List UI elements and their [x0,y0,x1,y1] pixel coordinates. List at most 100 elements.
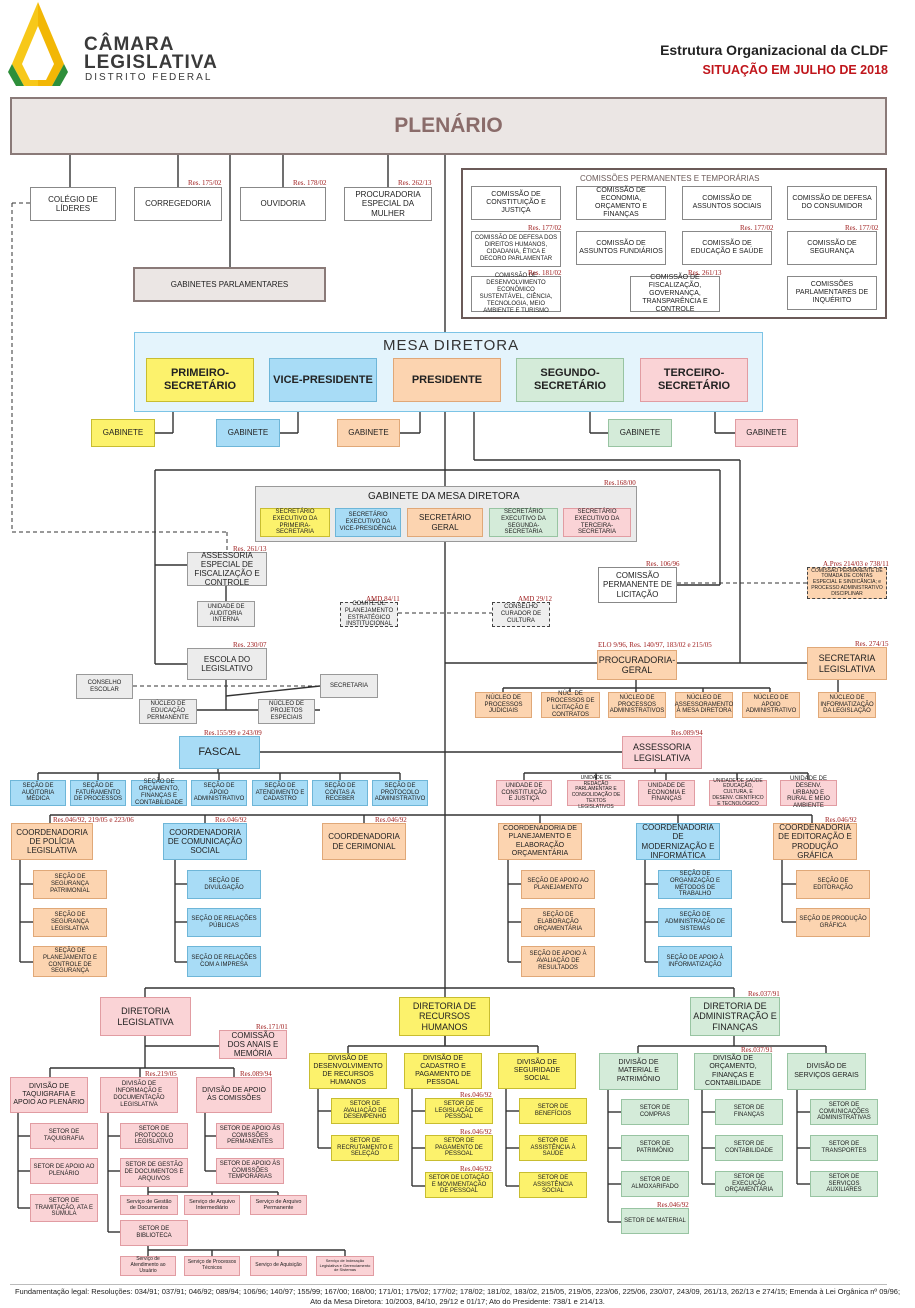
res-apoio-comissoes: Res.089/94 [240,1070,272,1078]
setor-compras: SETOR DE COMPRAS [621,1099,689,1125]
setor-patrimonio: SETOR DE PATRIMÔNIO [621,1135,689,1161]
coord-policia-legislativa: COORDENADORIA DE POLÍCIA LEGISLATIVA [11,823,93,860]
terceiro-secretario: TERCEIRO-SECRETÁRIO [640,358,748,402]
footer-divider [10,1284,887,1285]
divisao-material-patrimonio: DIVISÃO DE MATERIAL E PATRIMÔNIO [599,1053,678,1090]
coord-editoracao: COORDENADORIA DE EDITORAÇÃO E PRODUÇÃO G… [773,823,857,860]
setor-servicos-auxiliares: SETOR DE SERVIÇOS AUXILIARES [810,1171,878,1197]
servico-atendimento-usuario: Serviço de Atendimento ao Usuário [120,1256,176,1276]
res-tomada: A.Pres 214/03 e 738/11 [823,560,889,568]
unidade-economia-financas: UNIDADE DE ECONOMIA E FINANÇAS [638,780,695,806]
res-divisao-orcamento: Res.037/91 [741,1046,773,1054]
comissao-anais-memoria: COMISSÃO DOS ANAIS E MEMÓRIA [219,1030,287,1059]
segundo-secretario: SEGUNDO-SECRETÁRIO [516,358,624,402]
servico-arquivo-permanente: Serviço de Arquivo Permanente [250,1195,307,1215]
secretaria-escola: SECRETARIA [320,674,378,698]
setor-assistencia-social: SETOR DE ASSISTÊNCIA SOCIAL [519,1172,587,1198]
comissoes-title: COMISSÕES PERMANENTES E TEMPORÁRIAS [580,174,760,183]
logo-text-df: DISTRITO FEDERAL [85,72,213,83]
secao-divulgacao: SEÇÃO DE DIVULGAÇÃO [187,870,261,899]
setor-execucao-orcamentaria: SETOR DE EXECUÇÃO ORÇAMENTÁRIA [715,1171,783,1197]
comissao-seguranca: COMISSÃO DE SEGURANÇA [787,231,877,265]
nucleo-assessoramento-mesa: NÚCLEO DE ASSESSORAMENTO À MESA DIRETORA [675,692,733,718]
divisao-taquigrafia: DIVISÃO DE TAQUIGRAFIA E APOIO AO PLENÁR… [10,1077,88,1113]
comissao-desenvolvimento: COMISSÃO DE DESENVOLVIMENTO ECONÔMICO SU… [471,273,561,314]
setor-apoio-plenario: SETOR DE APOIO AO PLENÁRIO [30,1158,98,1184]
mesa-diretora-title: MESA DIRETORA [383,337,520,354]
res-assessoria-fiscalizacao: Res. 261/13 [233,545,267,553]
setor-avaliacao-desempenho: SETOR DE AVALIAÇÃO DE DESEMPENHO [331,1098,399,1124]
fascal-contas-receber: SEÇÃO DE CONTAS A RECEBER [312,780,368,806]
fascal-auditoria-medica: SEÇÃO DE AUDITORIA MÉDICA [10,780,66,806]
presidente: PRESIDENTE [393,358,501,402]
unidade-saude-educacao: UNIDADE DE SAÚDE EDUCAÇÃO, CULTURA, E DE… [709,778,767,807]
comissao-fiscalizacao: COMISSÃO DE FISCALIZAÇÃO, GOVERNANÇA, TR… [630,274,720,313]
res-c8: Res. 177/02 [845,224,879,232]
setor-gestao-documentos: SETOR DE GESTÃO DE DOCUMENTOS E ARQUIVOS [120,1158,188,1187]
setor-almoxarifado: SETOR DE ALMOXARIFADO [621,1171,689,1197]
comissao-sociais: COMISSÃO DE ASSUNTOS SOCIAIS [682,186,772,220]
comissao-fundiarios: COMISSÃO DE ASSUNTOS FUNDIÁRIOS [576,231,666,265]
ouvidoria: OUVIDORIA [240,187,326,221]
fascal-orcamento: SEÇÃO DE ORÇAMENTO, FINANÇAS E CONTABILI… [131,779,187,806]
res-coord-editoracao: Res.046/92 [825,816,857,824]
plenario-box: PLENÁRIO [10,97,887,155]
res-gabinete-mesa: Res.168/00 [604,479,636,487]
vice-presidente: VICE-PRESIDENTE [269,358,377,402]
comissao-licitacao: COMISSÃO PERMANENTE DE LICITAÇÃO [598,567,677,603]
cldf-logo [8,2,68,88]
diretoria-recursos-humanos: DIRETORIA DE RECURSOS HUMANOS [399,997,490,1036]
nucleo-informatizacao-legislacao: NÚCLEO DE INFORMATIZAÇÃO DA LEGISLAÇÃO [818,692,876,718]
res-c7: Res. 177/02 [740,224,774,232]
logo-emblem-icon [8,2,68,86]
logo-text-legislativa: LEGISLATIVA [84,52,218,73]
res-ouvidoria: Res. 178/02 [293,179,327,187]
res-pagamento-pessoal: Res.046/92 [460,1128,492,1136]
fascal: FASCAL [179,736,260,769]
secao-relacoes-publicas: SEÇÃO DE RELAÇÕES PÚBLICAS [187,908,261,937]
unidade-constituicao-justica: UNIDADE DE CONSTITUIÇÃO E JUSTIÇA [496,780,552,806]
res-lotacao-movimentacao: Res.046/92 [460,1165,492,1173]
auditoria-interna: UNIDADE DE AUDITORIA INTERNA [197,601,255,627]
footer-legal-line1: Fundamentação legal: Resoluções: 034/91;… [14,1287,901,1296]
diretoria-administracao-financas: DIRETORIA DE ADMINISTRAÇÃO E FINANÇAS [690,997,780,1036]
assessoria-fiscalizacao: ASSESSORIA ESPECIAL DE FISCALIZAÇÃO E CO… [187,551,267,587]
res-procuradoria-geral: ELO 9/96, Res. 140/97, 183/02 e 215/05 [598,641,712,649]
secao-editoracao: SEÇÃO DE EDITORAÇÃO [796,870,870,899]
res-fascal: Res.155/99 e 243/09 [204,729,262,737]
res-conselho-cultura: AMD 29/12 [518,595,553,603]
comissao-cj: COMISSÃO DE CONSTITUIÇÃO E JUSTIÇA [471,186,561,220]
divisao-informacao-documentacao: DIVISÃO DE INFORMAÇÃO E DOCUMENTAÇÃO LEG… [100,1077,178,1113]
gabinete-vice: GABINETE [216,419,280,447]
divisao-desenvolvimento-rh: DIVISÃO DE DESENVOLVIMENTO DE RECURSOS H… [309,1053,387,1089]
res-coord-comunicacao: Res.046/92 [215,816,247,824]
setor-biblioteca: SETOR DE BIBLIOTECA [120,1220,188,1246]
sec-exec-primeira: SECRETÁRIO EXECUTIVO DA PRIMEIRA-SECRETA… [260,508,330,537]
page-title: Estrutura Organizacional da CLDF [660,42,888,58]
comite-planejamento: COMITÊ DE PLANEJAMENTO ESTRATÉGICO INSTI… [340,601,398,627]
setor-recrutamento-selecao: SETOR DE RECRUTAMENTO E SELEÇÃO [331,1135,399,1161]
corregedoria: CORREGEDORIA [134,187,222,221]
secao-apoio-informatizacao: SEÇÃO DE APOIO À INFORMATIZAÇÃO [658,946,732,977]
secao-seguranca-legislativa: SEÇÃO DE SEGURANÇA LEGISLATIVA [33,908,107,937]
footer-legal-line2: Ato da Mesa Diretora: 10/2003, 84/10, 29… [310,1297,605,1306]
divisao-seguridade-social: DIVISÃO DE SEGURIDADE SOCIAL [498,1053,576,1089]
setor-contabilidade: SETOR DE CONTABILIDADE [715,1135,783,1161]
res-escola: Res. 230/07 [233,641,267,649]
divisao-cadastro-pagamento: DIVISÃO DE CADASTRO E PAGAMENTO DE PESSO… [404,1053,482,1089]
res-c5: Res. 177/02 [528,224,562,232]
procuradoria-geral: PROCURADORIA-GERAL [597,650,677,680]
comissao-eof: COMISSÃO DE ECONOMIA, ORÇAMENTO E FINANÇ… [576,186,666,220]
servico-indexacao: Serviço de Indexação Legislativa e Geren… [316,1256,374,1276]
fascal-protocolo: SEÇÃO DE PROTOCOLO ADMINISTRATIVO [372,780,428,806]
fascal-faturamento: SEÇÃO DE FATURAMENTO DE PROCESSOS [70,780,126,806]
res-licitacao: Res. 106/96 [646,560,680,568]
res-assessoria-legislativa: Res.089/94 [671,729,703,737]
setor-assistencia-saude: SETOR DE ASSISTÊNCIA À SAÚDE [519,1135,587,1161]
divisao-apoio-comissoes: DIVISÃO DE APOIO ÀS COMISSÕES [196,1077,272,1113]
gabinete-mesa-title: GABINETE DA MESA DIRETORA [368,491,520,502]
comissao-cpi: COMISSÕES PARLAMENTARES DE INQUÉRITO [787,276,877,310]
setor-beneficios: SETOR DE BENEFÍCIOS [519,1098,587,1124]
colegio-lideres: COLÉGIO DE LÍDERES [30,187,116,221]
